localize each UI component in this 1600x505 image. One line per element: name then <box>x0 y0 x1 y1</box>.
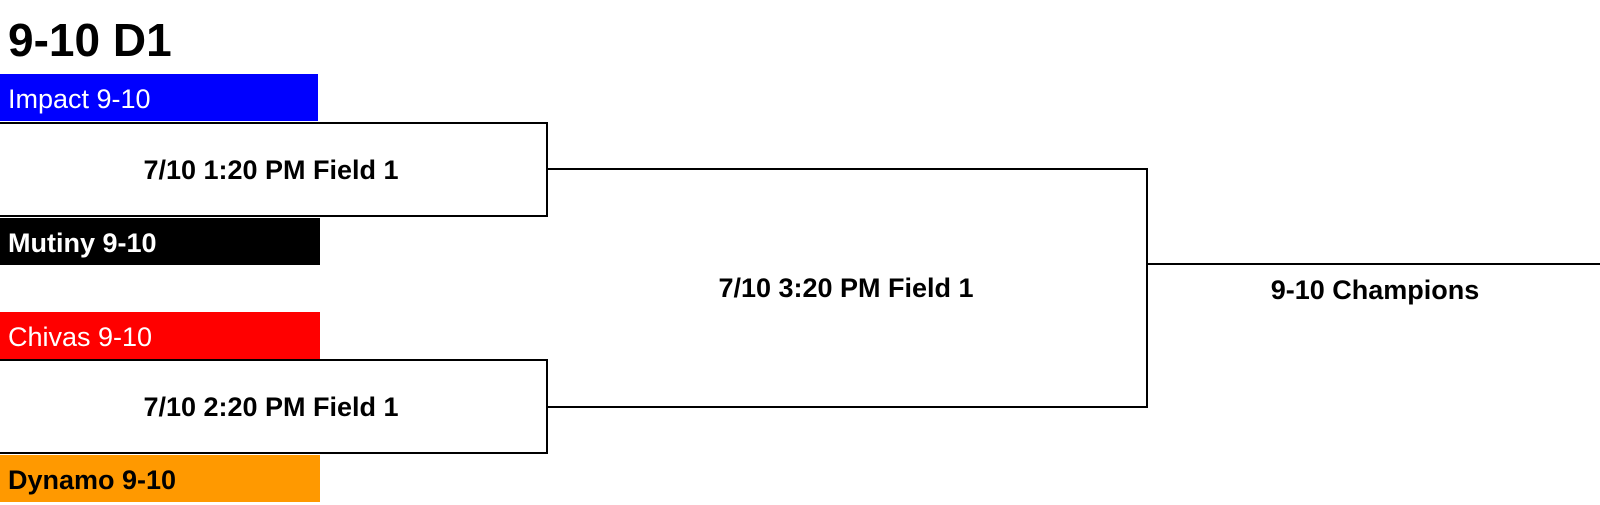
bracket-title: 9-10 D1 <box>8 14 172 66</box>
connector-match-2 <box>546 406 1148 408</box>
connector-match-1 <box>546 168 1148 170</box>
champion-line <box>1146 263 1600 265</box>
team-dynamo: Dynamo 9-10 <box>0 455 320 502</box>
team-mutiny: Mutiny 9-10 <box>0 218 320 265</box>
final-vertical-line <box>1146 168 1148 408</box>
match-1-label: 7/10 1:20 PM Field 1 <box>143 155 399 185</box>
champion-label: 9-10 Champions <box>1270 275 1480 305</box>
match-2-label: 7/10 2:20 PM Field 1 <box>143 392 399 422</box>
final-label: 7/10 3:20 PM Field 1 <box>718 273 974 303</box>
team-chivas: Chivas 9-10 <box>0 312 320 359</box>
team-impact: Impact 9-10 <box>0 74 318 121</box>
